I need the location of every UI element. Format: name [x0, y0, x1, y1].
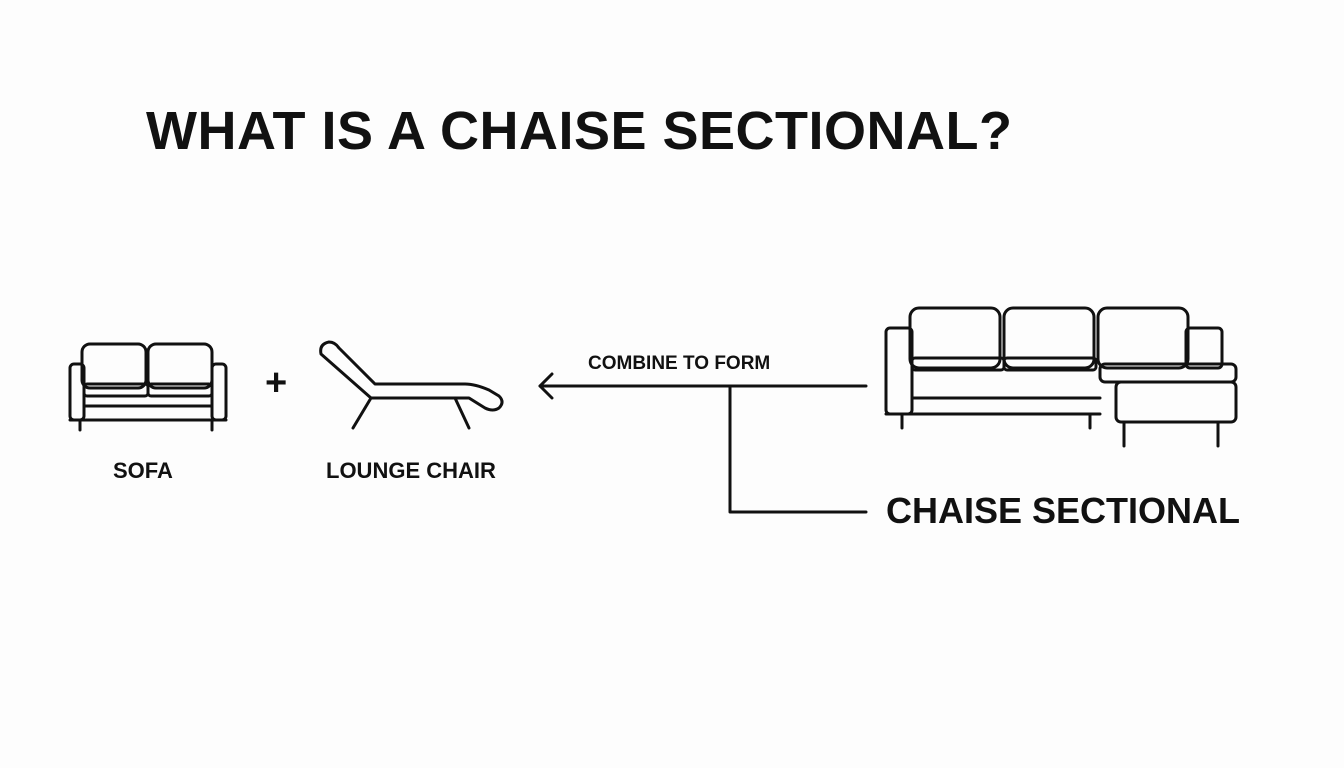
plus-operator: + [265, 362, 288, 404]
bracket-line [728, 384, 868, 514]
sofa-icon [68, 342, 228, 432]
page-title: WHAT IS A CHAISE SECTIONAL? [146, 101, 1013, 161]
connector-label: COMBINE TO FORM [588, 353, 771, 374]
lounge-chair-icon [319, 340, 504, 430]
sofa-label: SOFA [113, 458, 173, 483]
lounge-chair-label: LOUNGE CHAIR [326, 458, 496, 483]
arrow-head-icon [538, 372, 554, 400]
chaise-sectional-icon [884, 306, 1238, 448]
chaise-sectional-label: CHAISE SECTIONAL [886, 490, 1241, 531]
